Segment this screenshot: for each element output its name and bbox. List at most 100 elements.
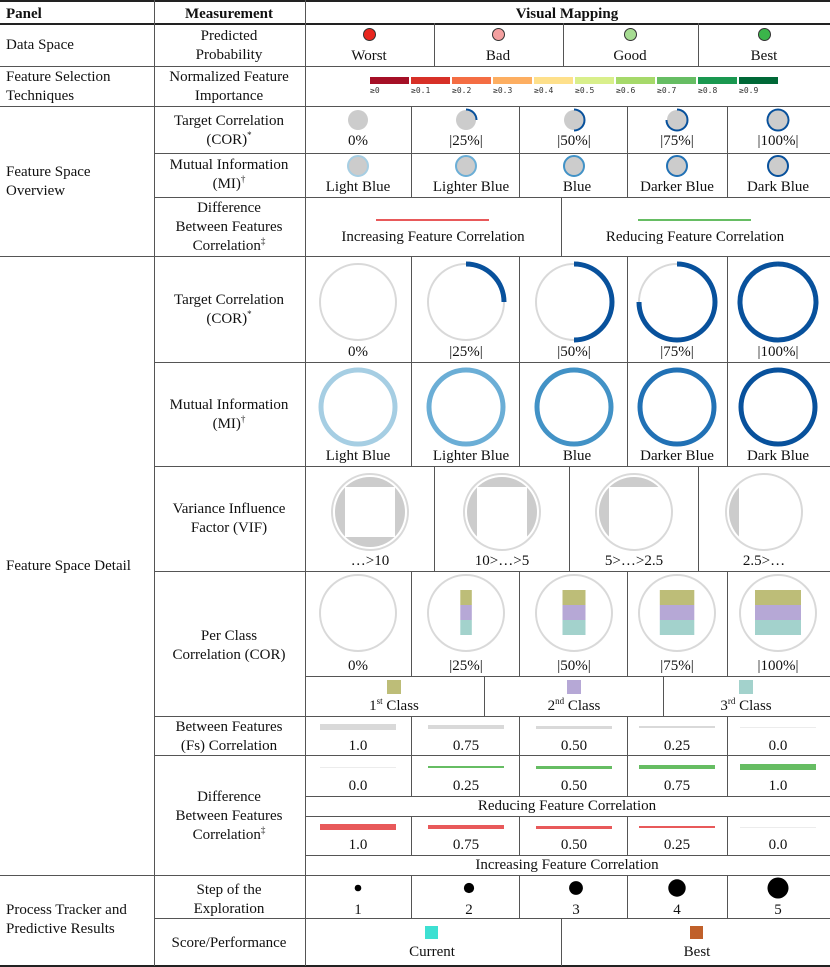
dt-mi-label-2: Lighter Blue [432,448,510,464]
ov-mi-label-3: Blue [562,179,592,195]
colorbar-segment [370,77,409,84]
colorbar-segment [698,77,737,84]
rule-v-prob-2 [563,23,564,66]
measure-diff-ov-2: Between Features [175,219,283,235]
rule-v-ov-1 [411,106,412,197]
detail-mi-ring [534,367,614,447]
reducing-bar [428,766,504,768]
colorbar-segment [534,77,573,84]
perclass-ring [319,574,397,652]
detail-mi-ring [426,367,506,447]
panel-overview-2: Overview [6,183,66,199]
perclass-bar [460,620,472,635]
overview-cor-arc [766,108,790,132]
header-measurement: Measurement [184,6,274,22]
colorbar-tick-label: ≥0.4 [534,86,554,95]
rule-dt-1 [154,362,830,363]
measure-mi-ov-2: (MI)† [212,174,246,193]
ov-cor-label-100: |100%| [757,133,799,149]
vif-fill [599,477,669,547]
header-visual-mapping: Visual Mapping [515,6,619,22]
rule-v-di-2 [519,816,520,855]
ov-mi-label-4: Darker Blue [640,179,714,195]
detail-mi-ring [318,367,398,447]
detail-cor-track [319,263,397,341]
rule-v-dt-3 [627,256,628,466]
dr-label-2: 0.25 [452,778,480,794]
class-2-label: 2nd Class [547,696,601,715]
rule-v-st-3 [627,875,628,918]
overview-cor-node [768,110,788,130]
class-2-swatch [567,680,581,694]
class-3-label: 3rd Class [720,696,772,715]
perclass-bar [659,590,695,605]
perclass-bar [562,605,586,620]
di-title: Increasing Feature Correlation [475,857,659,873]
rule-v-bf-4 [727,716,728,796]
overview-mi-node [563,155,585,177]
rule-ov-2 [154,197,830,198]
dr-title: Reducing Feature Correlation [477,798,657,814]
detail-cor-arc [573,261,615,343]
rule-diff-b [305,816,830,817]
vif-fill [467,477,537,547]
rule-v-vif-3 [698,466,699,571]
step-label-3: 3 [572,902,580,918]
dr-label-4: 0.75 [663,778,691,794]
overview-reducing-label: Reducing Feature Correlation [605,229,785,245]
perclass-bar [659,620,695,635]
perclass-bar [659,605,695,620]
rule-col-1 [154,0,155,966]
measure-cor-ov-2: (COR)* [206,130,252,149]
reducing-bar [639,764,715,770]
measure-mi-detail-1: Mutual Information [169,397,289,413]
vif-label-3: 5>…>2.5 [604,553,664,569]
colorbar-tick-label: ≥0.8 [698,86,718,95]
rule-dt-5 [154,755,830,756]
overview-increasing-label: Increasing Feature Correlation [341,229,525,245]
measure-diff-ov-1: Difference [197,200,261,216]
rule-v-di-1 [411,816,412,855]
rule-v-bf-3 [627,716,628,796]
increasing-bar [320,824,396,830]
rule-v-di-4 [727,816,728,855]
ov-cor-label-0: 0% [348,133,368,149]
pc-label-75: |75%| [660,658,694,674]
score-best-swatch [690,926,703,939]
colorbar-tick-label: ≥0.5 [575,86,595,95]
class-3-swatch [739,680,753,694]
colorbar-segment [452,77,491,84]
vif-ring [725,473,803,551]
measure-perclass-2: Correlation (COR) [172,647,286,663]
bf-label-4: 0.25 [663,738,691,754]
rule-v-bf-2 [519,716,520,796]
rule-v-prob-1 [434,23,435,66]
measure-importance-2: Importance [194,88,264,104]
overview-cor-node [456,110,476,130]
score-current-label: Current [409,944,455,960]
measure-diff-detail-3: Correlation‡ [192,825,266,844]
between-bar [536,725,612,729]
measure-cor-detail-2: (COR)* [206,309,252,328]
perclass-bar [755,620,801,635]
rule-v-ov-diff [561,197,562,256]
rule-v-st-1 [411,875,412,918]
rule-v-pc-1 [411,571,412,676]
dt-cor-label-0: 0% [348,344,368,360]
colorbar-tick-label: ≥0.9 [739,86,759,95]
perclass-bar [755,605,801,620]
perclass-bar [562,620,586,635]
ov-cor-label-25: |25%| [449,133,483,149]
pc-label-0: 0% [348,658,368,674]
measure-score: Score/Performance [171,935,287,951]
perclass-bar [460,590,472,605]
ov-cor-label-50: |50%| [557,133,591,149]
colorbar-segment [493,77,532,84]
rule-tr-1 [154,918,830,919]
vif-ring [331,473,409,551]
panel-tracker-2: Predictive Results [6,921,115,937]
rule-perclass-legend [305,676,830,677]
prob-label-worst: Worst [351,48,387,64]
prob-dot-best [758,28,771,41]
panel-tracker-1: Process Tracker and [6,902,127,918]
